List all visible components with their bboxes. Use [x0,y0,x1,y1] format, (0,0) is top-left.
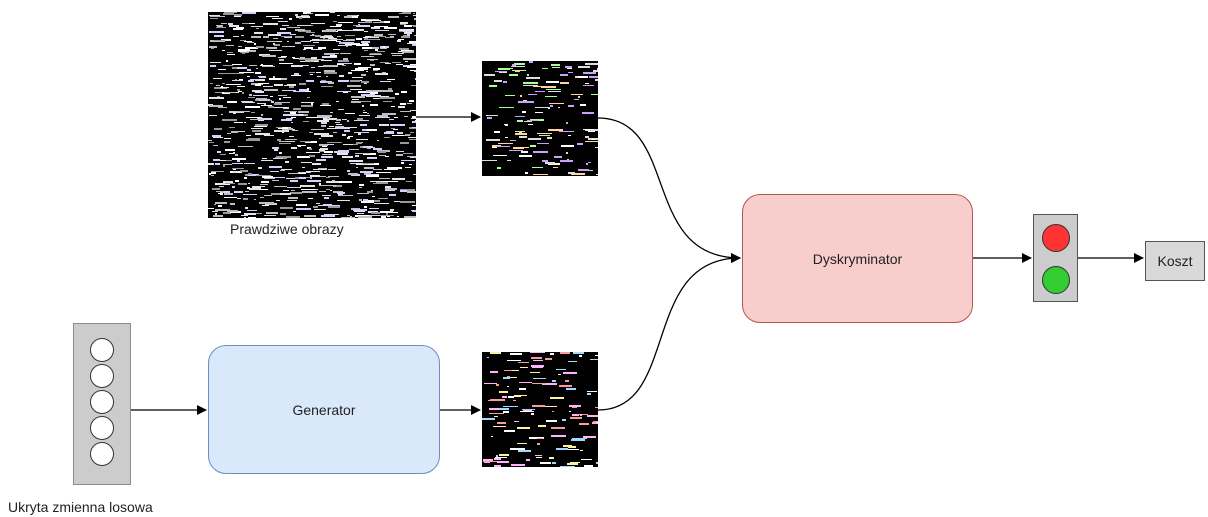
latent-node [90,416,114,440]
traffic-light [1033,214,1078,302]
real-images-thumbnail [208,12,416,218]
cost-box: Koszt [1145,241,1205,281]
latent-node [90,442,114,466]
cost-label: Koszt [1157,253,1193,269]
edge-generated-sample-to-discriminator [597,253,741,411]
red-lamp-icon [1041,224,1070,252]
generator-box: Generator [208,345,440,474]
green-lamp-icon [1041,266,1070,294]
latent-node [90,338,114,362]
discriminator-label: Dyskryminator [812,250,903,267]
discriminator-box: Dyskryminator [742,194,973,323]
generated-sample-image [482,352,598,467]
real-images-caption: Prawdziwe obrazy [230,221,344,237]
latent-caption: Ukryta zmienna losowa [8,499,153,515]
generator-label: Generator [292,401,356,418]
real-sample-image [482,61,598,176]
edge-real-sample-to-discriminator [597,117,741,263]
latent-vector [73,323,131,485]
latent-node [90,364,114,388]
latent-node [90,390,114,414]
